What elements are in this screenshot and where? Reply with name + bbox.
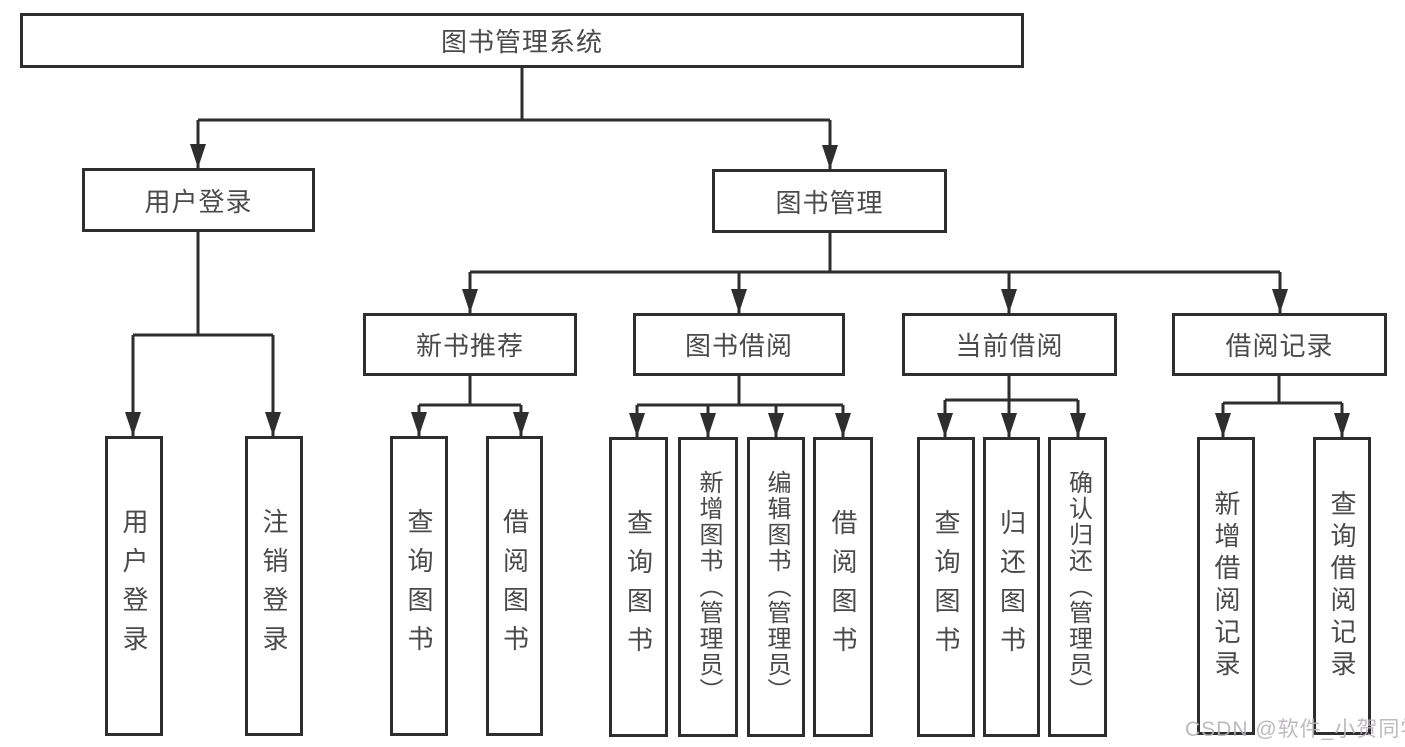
node-label: 归还图书 xyxy=(996,509,1027,665)
node-label: 图书借阅 xyxy=(684,331,793,361)
node-label: 确认归还（管理员） xyxy=(1064,470,1092,704)
node-user-login: 用户登录 xyxy=(82,168,315,232)
node-borrow-books-borrowing: 借阅图书 xyxy=(813,437,873,737)
node-label: 查询图书 xyxy=(404,508,434,664)
node-label: 用户登录 xyxy=(119,508,149,664)
node-book-borrowing: 图书借阅 xyxy=(633,313,845,376)
node-label: 当前借阅 xyxy=(955,331,1064,361)
node-query-books-recommend: 查询图书 xyxy=(390,436,448,736)
node-add-borrow-record: 新增借阅记录 xyxy=(1197,437,1255,735)
watermark: CSDN @软件_小贺同学 xyxy=(1185,718,1405,741)
node-label: 用户登录 xyxy=(144,186,253,217)
node-label: 查询借阅记录 xyxy=(1327,490,1357,682)
node-label: 注销登录 xyxy=(259,508,289,664)
node-label: 新增借阅记录 xyxy=(1211,490,1241,682)
node-current-borrowing: 当前借阅 xyxy=(902,313,1117,376)
node-logout-leaf: 注销登录 xyxy=(245,436,303,736)
node-confirm-return-admin: 确认归还（管理员） xyxy=(1048,437,1107,737)
node-label: 编辑图书（管理员） xyxy=(763,470,790,704)
node-label: 借阅图书 xyxy=(828,509,858,665)
node-label: 查询图书 xyxy=(931,509,961,665)
node-edit-books-admin: 编辑图书（管理员） xyxy=(747,437,805,737)
node-query-books-current: 查询图书 xyxy=(917,437,975,737)
node-query-books-borrowing: 查询图书 xyxy=(609,437,668,737)
node-borrow-books-recommend: 借阅图书 xyxy=(486,436,543,736)
node-borrowing-records: 借阅记录 xyxy=(1172,313,1387,376)
node-user-login-leaf: 用户登录 xyxy=(105,436,163,736)
node-label: 借阅图书 xyxy=(499,508,530,664)
node-label: 借阅记录 xyxy=(1225,331,1334,361)
node-new-book-recommendation: 新书推荐 xyxy=(363,313,577,376)
node-book-management: 图书管理 xyxy=(712,169,947,233)
node-return-books: 归还图书 xyxy=(983,437,1040,737)
node-label: 图书管理 xyxy=(775,187,884,218)
node-add-books-admin: 新增图书（管理员） xyxy=(678,437,738,737)
node-label: 新增图书（管理员） xyxy=(695,470,722,704)
node-label: 图书管理系统 xyxy=(440,27,603,57)
node-library-management-system: 图书管理系统 xyxy=(20,13,1024,68)
node-query-borrow-record: 查询借阅记录 xyxy=(1313,437,1371,735)
node-label: 新书推荐 xyxy=(415,331,524,361)
node-label: 查询图书 xyxy=(623,509,654,665)
